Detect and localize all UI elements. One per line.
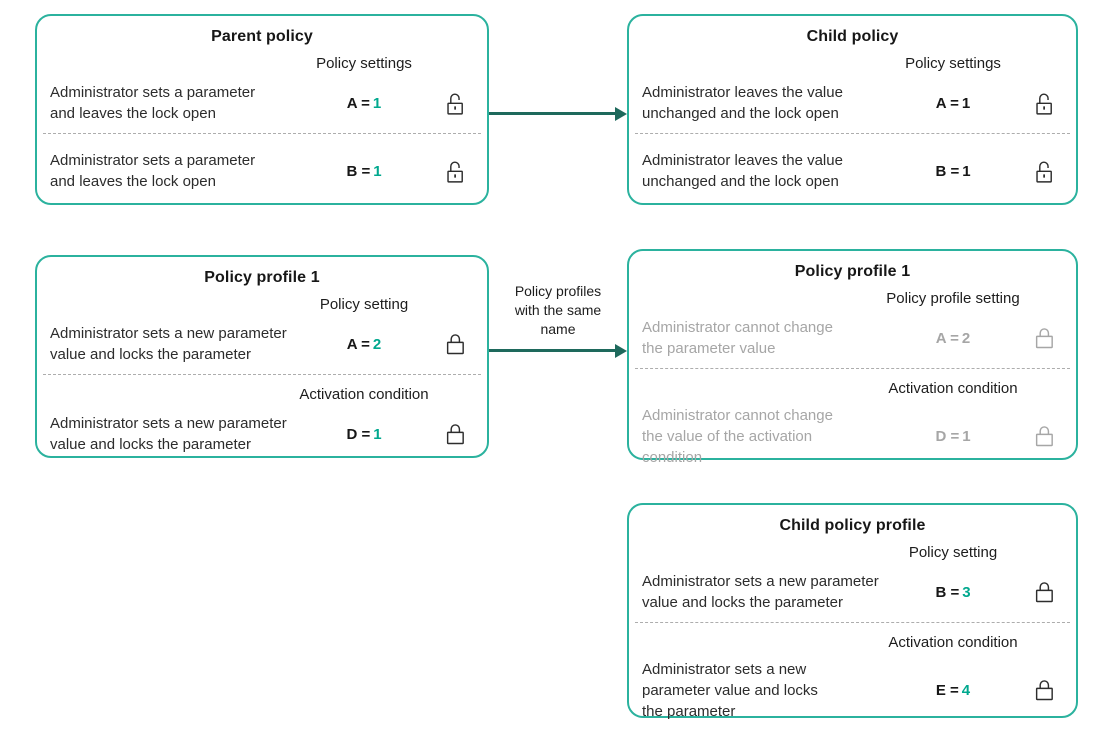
column-header: Activation condition (888, 634, 1018, 651)
column-header: Policy settings (905, 55, 1001, 72)
parameter-name: A = (935, 329, 959, 347)
column-header-row: Activation condition (37, 386, 487, 403)
arrow-head-icon (615, 107, 627, 121)
parameter-name: B = (935, 162, 960, 180)
column-header: Policy setting (908, 544, 998, 561)
arrow-line (489, 349, 618, 352)
parameter-number: 1 (373, 425, 382, 443)
parameter-value: A =2 (347, 336, 382, 353)
parameter-name: B = (346, 162, 371, 180)
column-header: Policy settings (316, 55, 412, 72)
open-lock-icon (1033, 158, 1056, 185)
row-description: Administrator cannot change the value of… (642, 407, 833, 466)
parameter-value: D =1 (346, 426, 381, 443)
closed-lock-icon (1033, 677, 1056, 704)
parameter-number: 1 (962, 428, 971, 445)
parameter-name: A = (346, 94, 370, 112)
card-title: Policy profile 1 (204, 269, 320, 286)
divider (635, 133, 1070, 134)
column-header-row: Policy settings (37, 55, 487, 72)
parameter-number: 1 (372, 94, 382, 112)
row-description: Administrator sets a new parameter value… (50, 325, 287, 363)
policy-setting-row: Administrator leaves the value unchanged… (629, 80, 1076, 126)
policy-setting-row: Administrator sets a parameter and leave… (37, 80, 487, 126)
child-policy-card: Child policy Policy settings Administrat… (627, 14, 1078, 205)
column-header: Activation condition (299, 386, 429, 403)
policy-profile-1-child-card: Policy profile 1 Policy profile setting … (627, 249, 1078, 466)
divider (635, 622, 1070, 623)
activation-condition-row: Administrator sets a new parameter value… (37, 411, 487, 457)
open-lock-icon (444, 90, 467, 117)
policy-setting-row: Administrator sets a new parameter value… (629, 569, 1076, 615)
column-header-row: Activation condition (629, 380, 1076, 397)
policy-setting-row: Administrator sets a new parameter value… (37, 321, 487, 367)
arrow-profile-to-profile (489, 344, 627, 358)
closed-lock-icon (1033, 579, 1056, 606)
parameter-value: A =2 (936, 330, 971, 347)
row-description: Administrator sets a new parameter value… (642, 661, 818, 720)
parameter-name: A = (346, 335, 370, 353)
parent-policy-card: Parent policy Policy settings Administra… (35, 14, 489, 205)
row-description: Administrator sets a new parameter value… (50, 415, 287, 453)
arrow-head-icon (615, 344, 627, 358)
parameter-name: D = (346, 425, 371, 443)
policy-setting-row: Administrator sets a parameter and leave… (37, 148, 487, 194)
card-title: Child policy (806, 28, 899, 45)
parameter-number: 2 (372, 335, 382, 353)
policy-setting-row: Administrator leaves the value unchanged… (629, 148, 1076, 194)
parameter-value: A =1 (347, 95, 382, 112)
parameter-number: 1 (961, 94, 971, 112)
policy-profile-1-card: Policy profile 1 Policy setting Administ… (35, 255, 489, 458)
column-header: Policy profile setting (886, 290, 1020, 307)
child-policy-profile-card: Child policy profile Policy setting Admi… (627, 503, 1078, 720)
arrow-label: Policy profiles with the same name (514, 283, 602, 337)
column-header: Activation condition (888, 380, 1018, 397)
parameter-value: B =3 (935, 584, 970, 601)
open-lock-icon (444, 158, 467, 185)
arrow-parent-to-child (489, 107, 627, 121)
policy-setting-row: Administrator cannot change the paramete… (629, 315, 1076, 361)
parameter-number: 1 (962, 162, 971, 180)
divider (43, 133, 481, 134)
closed-lock-icon (1033, 325, 1056, 352)
column-header-row: Policy profile setting (629, 290, 1076, 307)
parameter-number: 1 (373, 162, 382, 180)
parameter-value: A =1 (936, 95, 971, 112)
parameter-name: B = (935, 583, 960, 601)
parameter-number: 3 (962, 583, 971, 601)
parameter-value: B =1 (346, 163, 381, 180)
open-lock-icon (1033, 90, 1056, 117)
column-header-row: Activation condition (629, 634, 1076, 651)
activation-condition-row: Administrator sets a new parameter value… (629, 659, 1076, 720)
card-title: Policy profile 1 (794, 263, 911, 280)
closed-lock-icon (444, 331, 467, 358)
closed-lock-icon (444, 421, 467, 448)
parameter-name: D = (935, 428, 960, 445)
card-title: Parent policy (211, 28, 313, 45)
divider (43, 374, 481, 375)
divider (635, 368, 1070, 369)
row-description: Administrator cannot change the paramete… (642, 319, 833, 357)
parameter-number: 4 (961, 682, 971, 699)
column-header-row: Policy settings (629, 55, 1076, 72)
row-description: Administrator sets a parameter and leave… (50, 84, 256, 122)
column-header-row: Policy setting (37, 296, 487, 313)
column-header-row: Policy setting (629, 544, 1076, 561)
card-title: Child policy profile (779, 517, 926, 534)
row-description: Administrator leaves the value unchanged… (642, 152, 843, 190)
row-description: Administrator leaves the value unchanged… (642, 84, 843, 122)
parameter-number: 2 (961, 329, 971, 347)
closed-lock-icon (1033, 423, 1056, 450)
parameter-name: E = (935, 682, 959, 699)
parameter-value: D =1 (935, 428, 970, 445)
parameter-name: A = (935, 94, 959, 112)
parameter-value: B =1 (935, 163, 970, 180)
arrow-line (489, 112, 618, 115)
row-description: Administrator sets a new parameter value… (642, 573, 879, 611)
parameter-value: E =4 (936, 682, 970, 699)
column-header: Policy setting (319, 296, 409, 313)
row-description: Administrator sets a parameter and leave… (50, 152, 256, 190)
activation-condition-row: Administrator cannot change the value of… (629, 405, 1076, 466)
